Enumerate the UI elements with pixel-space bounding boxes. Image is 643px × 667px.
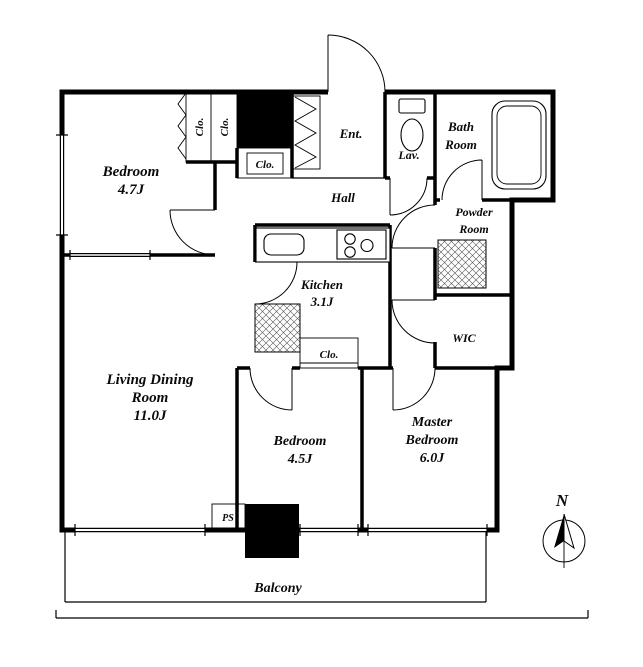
interior-walls [62, 92, 512, 530]
closet-hall-labelbox [246, 152, 284, 175]
site-boundary-line [55, 610, 589, 619]
closet-top-left-label: Clo. [194, 118, 206, 137]
master-bedroom-door [392, 367, 436, 411]
balcony-outline [55, 532, 589, 619]
window-bedroom2-balcony [299, 524, 359, 536]
closet-hall-label: Clo. [256, 159, 275, 171]
kitchen-hatch [254, 303, 301, 353]
room-labels: Bedroom 4.7J Clo. Clo. Clo. Ent. Lav. Ba… [102, 118, 493, 596]
bedroom1-name: Bedroom [102, 164, 160, 180]
stove-burner-1 [344, 233, 356, 245]
kitchen-size: 3.1J [310, 294, 334, 309]
kitchen-sink [263, 233, 305, 256]
powder-label-1: Powder [455, 205, 493, 219]
bathtub-outer [491, 100, 547, 190]
partition-living-bedroom1 [69, 250, 151, 260]
shaft-bottom [245, 504, 299, 558]
bath-label-1: Bath [447, 119, 474, 134]
compass: N [542, 491, 586, 568]
lavatory-door [389, 177, 428, 216]
doors [169, 34, 483, 411]
bedroom2-size: 4.5J [287, 452, 314, 467]
entrance-door [327, 34, 386, 93]
closet-hall-group [236, 147, 293, 179]
toilet-bowl [400, 118, 424, 152]
bathroom-door [441, 159, 483, 201]
kitchen-name: Kitchen [300, 277, 343, 292]
wic-door [391, 299, 436, 344]
living-name-1: Living Dining [105, 372, 194, 388]
compass-needle-light [563, 513, 575, 550]
closet-bedroom2-box [299, 337, 359, 369]
bedroom2-name: Bedroom [273, 434, 327, 449]
stove-burner-2 [344, 246, 356, 258]
balcony-rail [64, 532, 487, 603]
closet-bifold-doors [177, 92, 187, 160]
window-bedroom1-left [56, 134, 68, 236]
closet-hall-box [236, 147, 293, 179]
powder-room-hatch [437, 239, 487, 289]
master-name-2: Bedroom [405, 433, 459, 448]
balcony-label: Balcony [253, 581, 302, 596]
toilet [398, 98, 426, 152]
bathtub-inner [496, 105, 542, 185]
compass-north-label: N [555, 491, 569, 510]
bathtub [491, 100, 547, 190]
living-name-2: Room [131, 390, 169, 406]
closet-top-right-label: Clo. [219, 118, 231, 137]
hatched-areas [254, 239, 487, 353]
stove-burner-3 [360, 238, 374, 253]
compass-needle-dark [554, 514, 564, 548]
master-size: 6.0J [420, 451, 446, 466]
powder-label-2: Room [458, 222, 488, 236]
ps-label: PS [222, 513, 234, 524]
bath-label-2: Room [444, 137, 477, 152]
shaft-top [237, 90, 292, 148]
bedroom1-door [169, 209, 216, 256]
entrance-cabinet [292, 95, 321, 170]
windows [56, 134, 488, 536]
window-living-balcony [74, 524, 206, 536]
shoe-cabinet-box [292, 95, 321, 170]
toilet-tank [398, 98, 426, 114]
living-size: 11.0J [134, 408, 167, 424]
cabinet-bifold-doors [294, 96, 317, 169]
closet-bedroom2-group [299, 337, 359, 369]
hall-label: Hall [330, 190, 355, 205]
kitchen-fixtures [255, 227, 391, 263]
powder-room-door [391, 204, 436, 249]
closet-bedroom2-label: Clo. [320, 349, 339, 361]
window-master-balcony [367, 524, 488, 536]
bedroom2-door [249, 367, 293, 411]
master-name-1: Master [411, 415, 453, 430]
ps-box [211, 503, 246, 531]
wic-label: WIC [452, 331, 476, 345]
bedroom1-size: 4.7J [117, 182, 145, 198]
entrance-label: Ent. [339, 126, 363, 141]
lavatory-label: Lav. [397, 148, 419, 162]
